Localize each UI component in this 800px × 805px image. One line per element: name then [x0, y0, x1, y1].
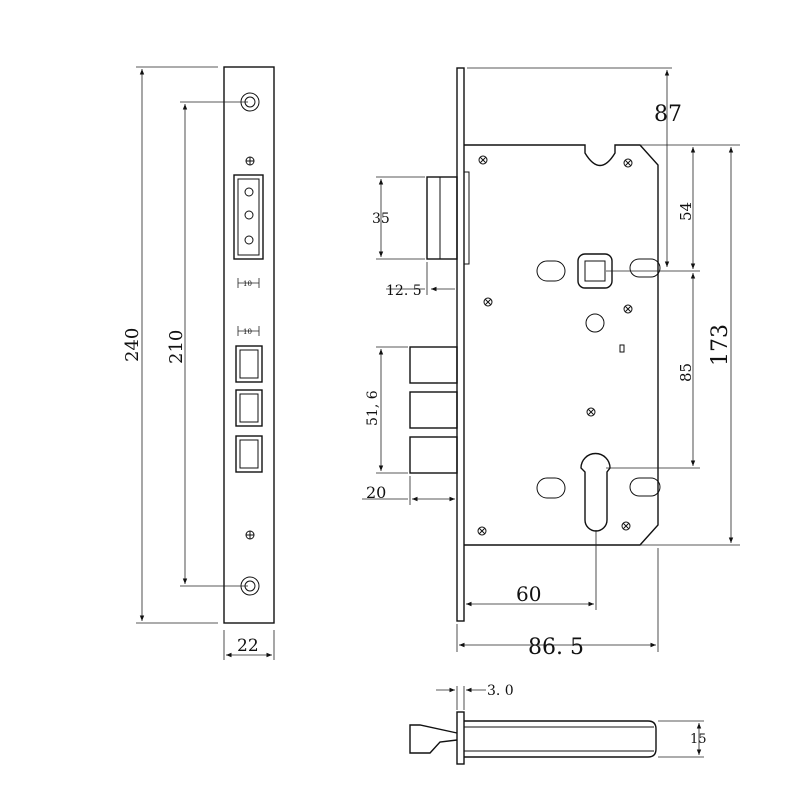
cylinder-cutout	[580, 452, 611, 532]
handle-to-cylinder-label: 85	[677, 363, 695, 382]
faceplate-screw-bottom	[245, 530, 255, 540]
upper-right-slot	[629, 258, 661, 278]
case-thickness-label: 15	[690, 732, 707, 747]
latch-throw-label: 20	[366, 483, 386, 502]
case-outline	[464, 144, 659, 546]
latch-group-height-label: 51, 6	[365, 390, 381, 426]
hook-bolt-width-label: 10	[243, 280, 252, 288]
case-screws	[477, 155, 633, 536]
faceplate-length-label: 240	[122, 328, 143, 362]
latch-bolt-2	[409, 391, 458, 429]
total-height-label: 173	[708, 324, 733, 366]
top-view-front-plate	[456, 711, 465, 765]
middle-hole	[585, 313, 605, 333]
lower-left-slot	[536, 477, 566, 499]
faceplate-screw-top	[245, 156, 255, 166]
hook-bolt-throw-label: 12. 5	[386, 283, 422, 299]
handle-offset-label: 54	[677, 202, 695, 221]
latch-bolt-1	[409, 346, 458, 384]
lock-top-view: 3. 0 15	[409, 683, 707, 765]
case-backset-label: 87	[654, 102, 682, 127]
faceplate-width-label: 22	[237, 636, 259, 656]
hook-bolt	[426, 176, 458, 260]
faceplate-outline	[223, 66, 275, 624]
lock-body-view: 87 54 85 173 35 12. 5 51, 6 20	[362, 67, 740, 660]
lower-right-slot	[629, 477, 661, 497]
top-view-hook-bolt	[409, 724, 458, 754]
case-depth-label: 86. 5	[528, 635, 584, 660]
latch-bolt-width-label: 10	[243, 328, 252, 336]
upper-left-slot	[536, 260, 566, 282]
backset-label: 60	[516, 582, 541, 606]
top-view-case	[464, 720, 657, 758]
hook-bolt-window	[233, 174, 264, 260]
latch-window-1	[235, 345, 263, 383]
latch-bolt-3	[409, 436, 458, 474]
plate-thickness-label: 3. 0	[487, 683, 514, 699]
faceplate-view: 10 10 240 210 22	[122, 66, 275, 660]
latch-window-3	[235, 435, 263, 473]
latch-window-2	[235, 389, 263, 427]
screw-spacing-label: 210	[166, 330, 187, 364]
front-plate	[456, 67, 465, 622]
hook-bolt-height-label: 35	[372, 211, 390, 227]
